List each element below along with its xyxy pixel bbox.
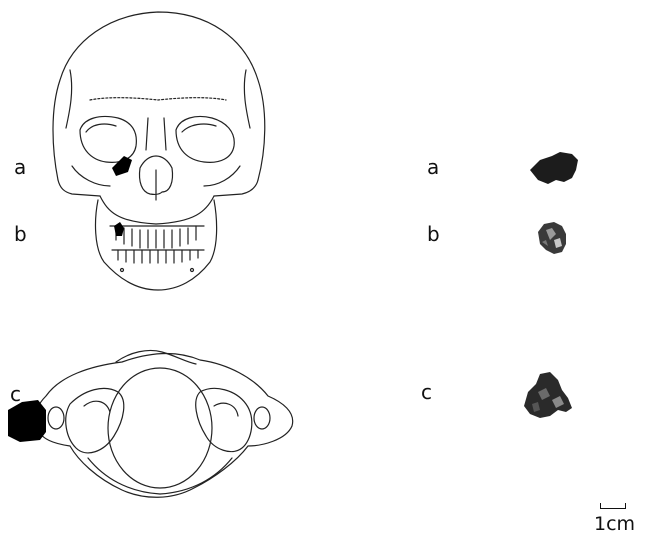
scale-label: 1cm: [594, 513, 635, 535]
scale-bar: [600, 503, 626, 509]
fragment-b-photo: [538, 222, 566, 254]
vertebra-label-c: c: [10, 384, 21, 404]
fragment-c-photo: [524, 372, 572, 418]
fragment-a-photo: [530, 152, 578, 184]
fragment-label-a: a: [427, 157, 439, 177]
skull-label-b: b: [14, 224, 27, 244]
fragment-label-b: b: [427, 224, 440, 244]
skull-label-a: a: [14, 157, 26, 177]
fragment-label-c: c: [421, 382, 432, 402]
